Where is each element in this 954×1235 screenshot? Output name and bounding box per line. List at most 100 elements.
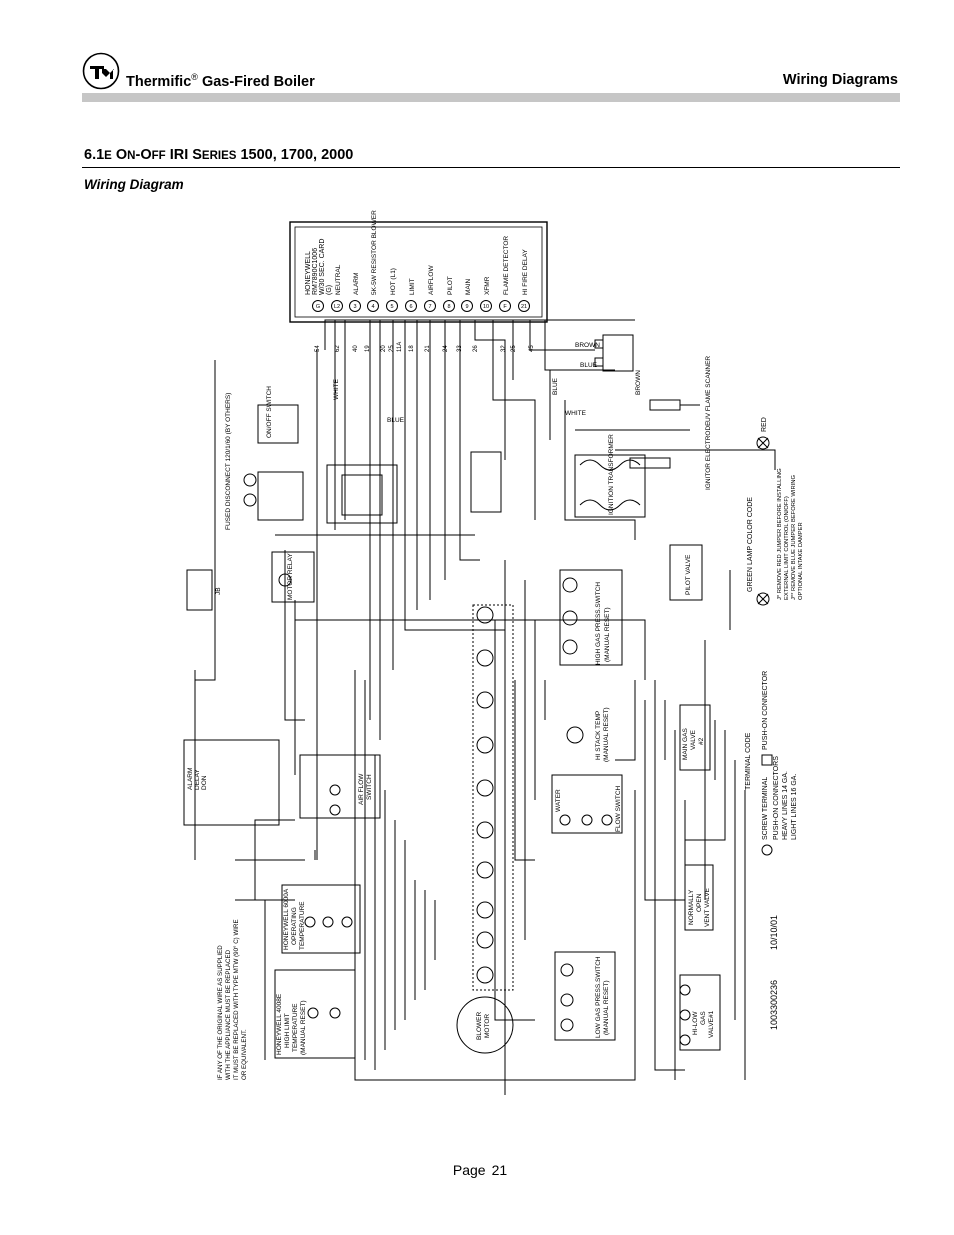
terminal-label-alarm: ALARM [353,273,360,295]
operating-temp-label-2: OPERATING [291,907,298,945]
terminal-code-light: LIGHT LINES 16 GA. [791,774,798,840]
section-rule [82,167,900,168]
relay-connector [470,451,502,513]
terminal-code-screw: SCREW TERMINAL [762,777,769,840]
motor-relay-label: MOTOR RELAY [287,553,294,600]
wire-color-white-2: WHITE [565,410,587,417]
on-off-switch-label: ON/OFF SWITCH [266,386,273,438]
high-gas-switch-reset: (MANUAL RESET) [604,607,611,662]
warning-line-2: WITH THE APPLIANCE MUST BE REPLACED [225,949,232,1080]
high-limit-control [274,969,356,1059]
blower-motor [456,996,514,1054]
lamp-connector-column [472,604,514,991]
pilot-valve-label: PILOT VALVE [685,554,692,595]
warning-line-1: IF ANY OF THE ORIGINAL WIRE AS SUPPLIED [217,945,224,1080]
fused-disconnect [257,471,304,521]
header-divider-bar [82,93,900,102]
sensor-connector [602,334,634,372]
terminal-num-3: 3 [353,304,356,310]
terminal-num-8: 8 [447,304,450,310]
ignitor-electrode [629,457,671,469]
title-rest: Gas-Fired Boiler [201,74,315,90]
section-letter: E [104,150,112,162]
operating-temp-label-3: TEMPERATURE [299,901,306,950]
company-logo-icon [82,52,120,90]
wire-num: 11A [397,342,403,352]
high-gas-switch [559,569,623,666]
water-flow-label: WATER [555,789,562,812]
terminal-label-xfmr: XFMR [484,276,491,295]
terminal-num-l2: L2 [334,304,340,310]
heading-word-on: ON-OFF [115,147,166,163]
hi-low-valve-label: HI-LOW [692,1011,699,1035]
main-gas-valve-label-2: VALVE [690,729,697,750]
alarm-delay-relay [183,739,280,826]
chapter-name: Wiring Diagrams [782,72,898,88]
high-limit-label: HONEYWELL 4008E [276,993,283,1055]
ignitor-label: IGNITOR ELECTRODE [705,421,712,490]
terminal-code-title: TERMINAL CODE [745,732,752,790]
terminal-code-push-on-connectors: PUSH-ON CONNECTORS [773,756,780,840]
wire-num: 20 [381,345,387,352]
operating-temp-label: HONEYWELL 6000A [283,888,290,950]
control-module [289,221,548,323]
low-gas-switch-label: LOW GAS PRESS.SWITCH [595,956,602,1038]
motor-relay [271,551,315,603]
blower-motor-label: BLOWER [476,1012,483,1040]
blower-motor-label-2: MOTOR [484,1014,491,1038]
terminal-label-blower: 5K-5W RESISTOR BLOWER [371,210,378,295]
page-header: Thermific® Gas-Fired Boiler Wiring Diagr… [82,52,900,102]
module-line-1: HONEYWELL [305,251,312,295]
alarm-delay-label: ALARM [187,768,194,790]
low-gas-switch [554,951,616,1041]
wire-num: 25 [389,345,395,352]
high-limit-label-2: HIGH LIMIT [284,1013,291,1048]
ignition-transformer-label: IGNITION TRANSFORMER [608,434,615,515]
page-label: Page [452,1162,486,1178]
lamp-color-red: RED [761,417,768,432]
ignition-transformer [574,454,646,518]
vent-valve [684,864,714,931]
terminal-code-heavy: HEAVY LINES 14 GA. [782,771,789,840]
wire-num: 54 [315,345,321,352]
wire-num: 33 [457,345,463,352]
pilot-valve [669,544,703,601]
operating-temp-control [281,884,361,954]
water-flow-switch [551,774,623,834]
lamp-note-1: J* REMOVE RED JUMPER BEFORE INSTALLING [777,468,783,600]
module-line-4: (G) [326,285,333,295]
main-gas-valve-label-3: #2 [698,737,705,745]
terminal-label-hifire: HI FIRE DELAY [522,249,529,295]
terminal-label-hot: HOT (L1) [390,268,397,295]
wiring-diagram: HONEYWELL RM7890C1006 W/30 SEC. CARD (G)… [183,210,804,1095]
air-flow-label: AIR FLOW [358,773,365,805]
figure-subtitle: Wiring Diagram [84,177,184,192]
wire-color-brown-2: BROWN [635,370,642,395]
fused-disconnect-label: FUSED DISCONNECT 120/1/60 (BY OTHERS) [225,393,232,530]
heading-series: SERIES [192,147,237,163]
module-line-2: RM7890C1006 [312,248,319,295]
jb-label: JB [215,587,222,595]
drawing-number: 1003300236 [769,980,779,1030]
air-flow-label-2: SWITCH [366,774,373,800]
uv-flame-scanner [649,399,681,411]
terminal-num-f: F [503,304,507,310]
hi-low-valve-label-2: GAS [700,1011,707,1025]
terminal-num-7: 7 [428,304,431,310]
wire-num: 32 [501,345,507,352]
wire-color-brown: BROWN [575,342,600,349]
on-off-switch [257,404,299,444]
document-title: Thermific® Gas-Fired Boiler [126,72,315,90]
wire-color-blue: BLUE [387,417,405,424]
wire-num: 62 [335,345,341,352]
terminal-label-airflow: AIRFLOW [428,265,435,295]
wire-num: 26 [473,345,479,352]
terminal-label-main: MAIN [465,278,472,295]
brand-name: Thermific [126,74,192,90]
heading-iri: IRI [169,147,189,163]
hi-stack-temp-label: HI STACK TEMP [595,711,602,760]
wire-color-blue-2: BLUE [580,362,598,369]
terminal-num-6: 6 [409,304,412,310]
lamp-color-title: LAMP COLOR CODE [747,497,754,565]
